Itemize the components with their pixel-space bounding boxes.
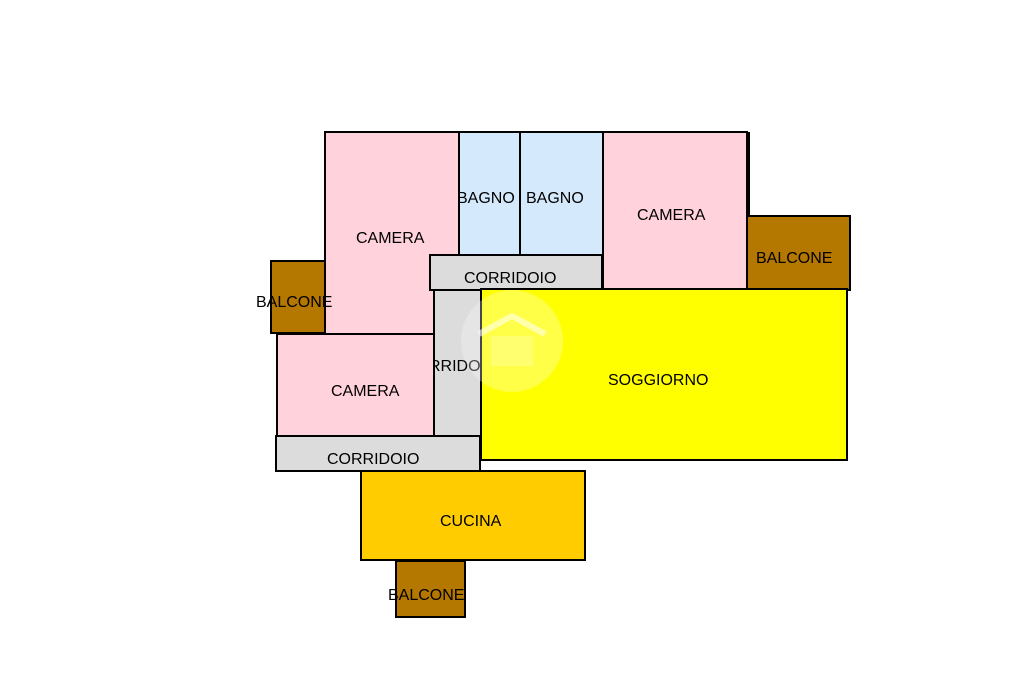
room-label-corridoio-vertical: CORRIDOIO bbox=[435, 358, 481, 375]
room-camera-bottom-left: CAMERA bbox=[276, 333, 436, 438]
room-soggiorno: SOGGIORNO bbox=[480, 288, 848, 461]
room-cucina: CUCINA bbox=[360, 470, 586, 561]
room-corridoio-top: CORRIDOIO bbox=[429, 254, 603, 291]
room-balcone-left: BALCONE bbox=[256, 260, 332, 334]
room-label-bagno-1: BAGNO bbox=[457, 190, 515, 207]
room-label-corridoio-top: CORRIDOIO bbox=[464, 270, 557, 287]
room-label-corridoio-bottom: CORRIDOIO bbox=[327, 451, 420, 468]
room-corridoio-vertical: CORRIDOIO bbox=[433, 287, 482, 437]
room-label-balcone-right: BALCONE bbox=[756, 250, 833, 267]
room-camera-top-left: CAMERA bbox=[324, 131, 460, 335]
room-bagno-2: BAGNO bbox=[519, 131, 604, 256]
room-bagno-1: BAGNO bbox=[457, 131, 521, 256]
room-label-balcone-bottom: BALCONE bbox=[388, 587, 465, 604]
room-balcone-right: BALCONE bbox=[746, 215, 851, 291]
room-camera-top-right: CAMERA bbox=[602, 131, 748, 291]
room-label-bagno-2: BAGNO bbox=[526, 190, 584, 207]
room-label-camera-bottom-left: CAMERA bbox=[331, 383, 400, 400]
room-label-balcone-left: BALCONE bbox=[256, 294, 333, 311]
room-label-cucina: CUCINA bbox=[440, 513, 502, 530]
room-label-camera-top-right: CAMERA bbox=[637, 207, 706, 224]
room-balcone-bottom: BALCONE bbox=[388, 560, 466, 618]
room-label-soggiorno: SOGGIORNO bbox=[608, 372, 709, 389]
room-label-camera-top-left: CAMERA bbox=[356, 230, 425, 247]
room-corridoio-bottom: CORRIDOIO bbox=[275, 435, 481, 472]
